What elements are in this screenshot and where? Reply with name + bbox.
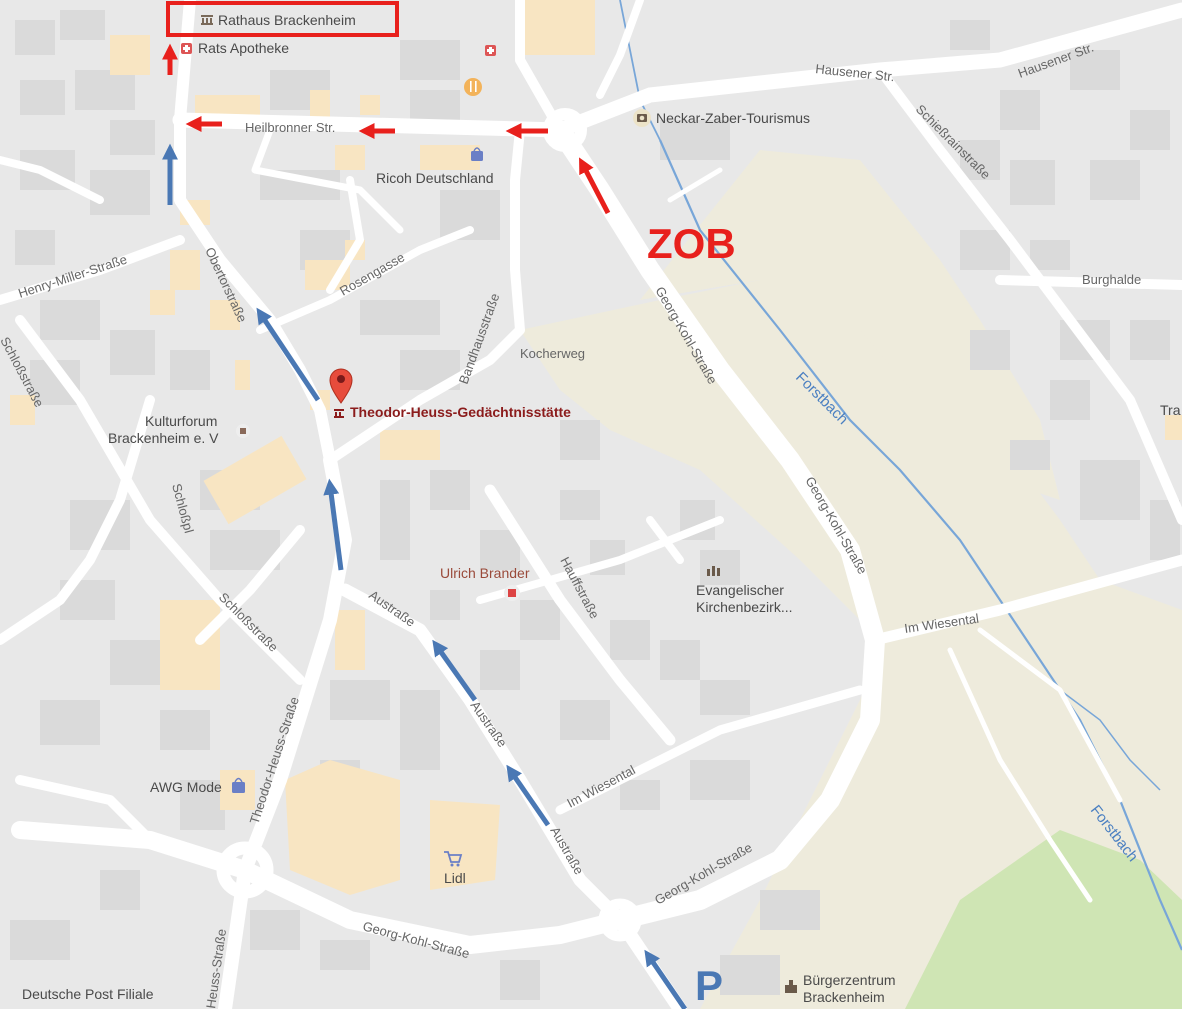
- poi-label-ricoh: Ricoh Deutschland: [376, 170, 494, 186]
- street-schloss-2: Schloßstraße: [216, 590, 281, 655]
- shopping-cart-icon: [444, 851, 463, 867]
- poi-buergerzentrum[interactable]: Bürgerzentrum Brackenheim: [785, 972, 896, 1005]
- poi-evang[interactable]: Evangelischer Kirchenbezirk...: [696, 566, 792, 615]
- church-icon: [707, 566, 720, 576]
- route-blue-arrows: [161, 143, 688, 1009]
- poi-awg[interactable]: AWG Mode: [150, 777, 245, 796]
- map-pin-icon: [329, 368, 353, 404]
- poi-kulturforum[interactable]: Kulturforum Brackenheim e. V: [108, 413, 250, 446]
- poi-lidl[interactable]: Lidl: [444, 851, 466, 886]
- street-kocherweg: Kocherweg: [520, 346, 585, 361]
- poi-label-awg: AWG Mode: [150, 779, 222, 795]
- poi-label-tourismus: Neckar-Zaber-Tourismus: [656, 110, 810, 126]
- annotation-zob: ZOB: [647, 220, 736, 267]
- poi-label-edge-tra: Tra: [1160, 402, 1181, 418]
- museum-icon: [201, 15, 213, 25]
- poi-ulrich[interactable]: Ulrich Brander: [440, 565, 530, 601]
- pharmacy-icon: [181, 43, 192, 54]
- street-schlosspl: Schloßpl: [169, 482, 197, 535]
- poi-theodor-heuss[interactable]: Theodor-Heuss-Gedächtnisstätte: [329, 368, 571, 420]
- poi-tourismus[interactable]: Neckar-Zaber-Tourismus: [633, 109, 810, 127]
- poi-ricoh[interactable]: Ricoh Deutschland: [376, 147, 494, 186]
- poi-rathaus[interactable]: Rathaus Brackenheim: [166, 1, 399, 37]
- town-hall-icon: [785, 980, 797, 993]
- blue-arrow-2: [506, 764, 551, 827]
- street-heilbronner: Heilbronner Str.: [245, 120, 335, 135]
- blue-arrow-3: [432, 639, 478, 702]
- buildings-beige: [10, 0, 1182, 895]
- poi-label-evang-2: Kirchenbezirk...: [696, 599, 792, 615]
- poi-label-buergerzentrum-1: Bürgerzentrum: [803, 972, 896, 988]
- shopping-bag-icon: [471, 147, 483, 161]
- poi-label-theodor-heuss: Theodor-Heuss-Gedächtnisstätte: [350, 404, 571, 420]
- blue-arrow-5: [256, 307, 321, 402]
- shopping-bag-icon: [232, 777, 245, 793]
- poi-label-ulrich: Ulrich Brander: [440, 565, 530, 581]
- forstbach-stream: [658, 139, 1182, 951]
- poi-label-lidl: Lidl: [444, 870, 466, 886]
- route-red-arrows: [161, 43, 611, 215]
- sports-field: [905, 830, 1182, 1009]
- poi-label-buergerzentrum-2: Brackenheim: [803, 989, 885, 1005]
- camera-icon: [633, 109, 651, 127]
- annotation-parking: P: [695, 962, 723, 1009]
- poi-label-post[interactable]: Deutsche Post Filiale: [22, 986, 154, 1002]
- poi-apotheke[interactable]: Rats Apotheke: [181, 40, 289, 56]
- blue-arrow-1: [644, 949, 688, 1009]
- poi-label-evang-1: Evangelischer: [696, 582, 784, 598]
- store-icon: [504, 585, 520, 601]
- museum-icon: [334, 409, 344, 418]
- pharmacy-icon-2[interactable]: [485, 45, 496, 56]
- red-arrow-1: [579, 157, 611, 215]
- poi-label-apotheke: Rats Apotheke: [198, 40, 289, 56]
- restaurant-icon[interactable]: [464, 78, 482, 96]
- poi-label-kulturforum-2: Brackenheim e. V: [108, 430, 219, 446]
- poi-label-rathaus: Rathaus Brackenheim: [218, 12, 356, 28]
- venue-icon: [236, 424, 250, 438]
- poi-label-kulturforum-1: Kulturforum: [145, 413, 217, 429]
- street-burghalde: Burghalde: [1082, 272, 1141, 287]
- blue-arrow-4: [323, 478, 344, 571]
